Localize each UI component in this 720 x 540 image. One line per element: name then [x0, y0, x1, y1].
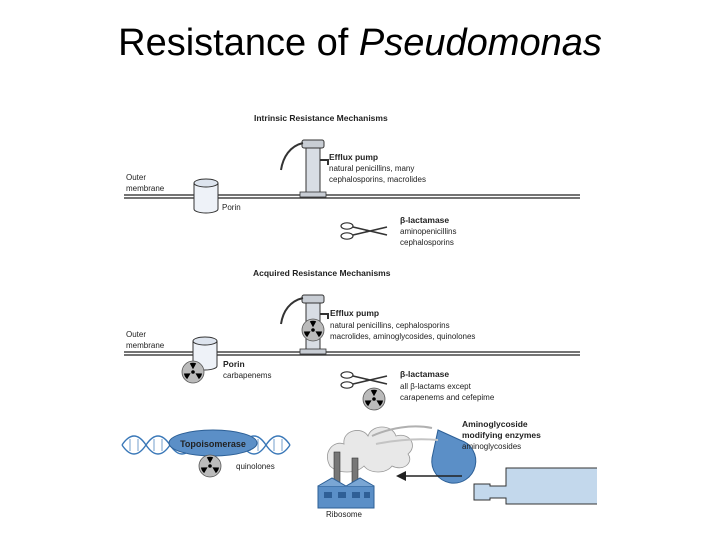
- intrinsic-section: Intrinsic Resistance Mechanisms Outer me…: [124, 113, 580, 247]
- intrinsic-heading: Intrinsic Resistance Mechanisms: [254, 113, 388, 123]
- acq-efflux-title: Efflux pump: [330, 308, 379, 318]
- arrow-to-ribosome: [396, 471, 462, 481]
- acq-blactamase-line-1: all β-lactams except: [400, 382, 472, 391]
- acq-blactamase-line-2: carapenems and cefepime: [400, 393, 495, 402]
- outer-membrane-line: [124, 194, 580, 199]
- efflux-line-1: natural penicillins, many: [329, 164, 414, 173]
- acq-porin-title: Porin: [223, 359, 245, 369]
- topo-drug-label: quinolones: [236, 462, 275, 471]
- acquired-heading: Acquired Resistance Mechanisms: [253, 268, 391, 278]
- efflux-title: Efflux pump: [329, 152, 378, 162]
- blactamase-line-2: cephalosporins: [400, 238, 454, 247]
- aminoglycoside-molecule-icon: [473, 467, 597, 505]
- blactamase-line-1: aminopenicillins: [400, 227, 456, 236]
- topoisomerase-label: Topoisomerase: [180, 439, 246, 449]
- slide-title: Resistance of Pseudomonas: [0, 22, 720, 65]
- porin-label: Porin: [222, 203, 241, 212]
- porin-icon: [193, 178, 219, 214]
- outer-membrane-label-2: membrane: [126, 184, 165, 193]
- acq-outer-membrane-label-1: Outer: [126, 330, 146, 339]
- acq-scissors-icon: [340, 370, 388, 390]
- efflux-radiation-icon: [301, 318, 325, 342]
- acquired-section: Acquired Resistance Mechanisms Outer mem…: [121, 268, 597, 519]
- outer-membrane-label-1: Outer: [126, 173, 146, 182]
- ribosome-label: Ribosome: [326, 510, 363, 519]
- acq-blactamase-title: β-lactamase: [400, 369, 449, 379]
- acq-outer-membrane-line: [124, 351, 580, 356]
- topo-radiation-icon: [198, 454, 222, 478]
- blactamase-title: β-lactamase: [400, 215, 449, 225]
- porin-radiation-icon: [181, 360, 205, 384]
- title-italic: Pseudomonas: [358, 22, 602, 64]
- title-main: Resistance of: [118, 22, 359, 64]
- scissors-icon: [340, 222, 388, 240]
- acq-outer-membrane-label-2: membrane: [126, 341, 165, 350]
- amino-line-1: aminoglycosides: [462, 442, 521, 451]
- efflux-pump-icon: [280, 139, 329, 198]
- acq-efflux-line-2: macrolides, aminoglycosides, quinolones: [330, 332, 475, 341]
- amino-title-2: modifying enzymes: [462, 430, 541, 440]
- acq-efflux-line-1: natural penicillins, cephalosporins: [330, 321, 450, 330]
- acq-porin-line-1: carbapenems: [223, 371, 271, 380]
- ribosome-factory-icon: [317, 451, 375, 509]
- smoke-cloud-icon: [327, 425, 439, 473]
- blactamase-radiation-icon: [362, 387, 386, 411]
- amino-title-1: Aminoglycoside: [462, 419, 528, 429]
- aminoglycoside-enzyme-icon: [431, 429, 477, 484]
- efflux-line-2: cephalosporins, macrolides: [329, 175, 426, 184]
